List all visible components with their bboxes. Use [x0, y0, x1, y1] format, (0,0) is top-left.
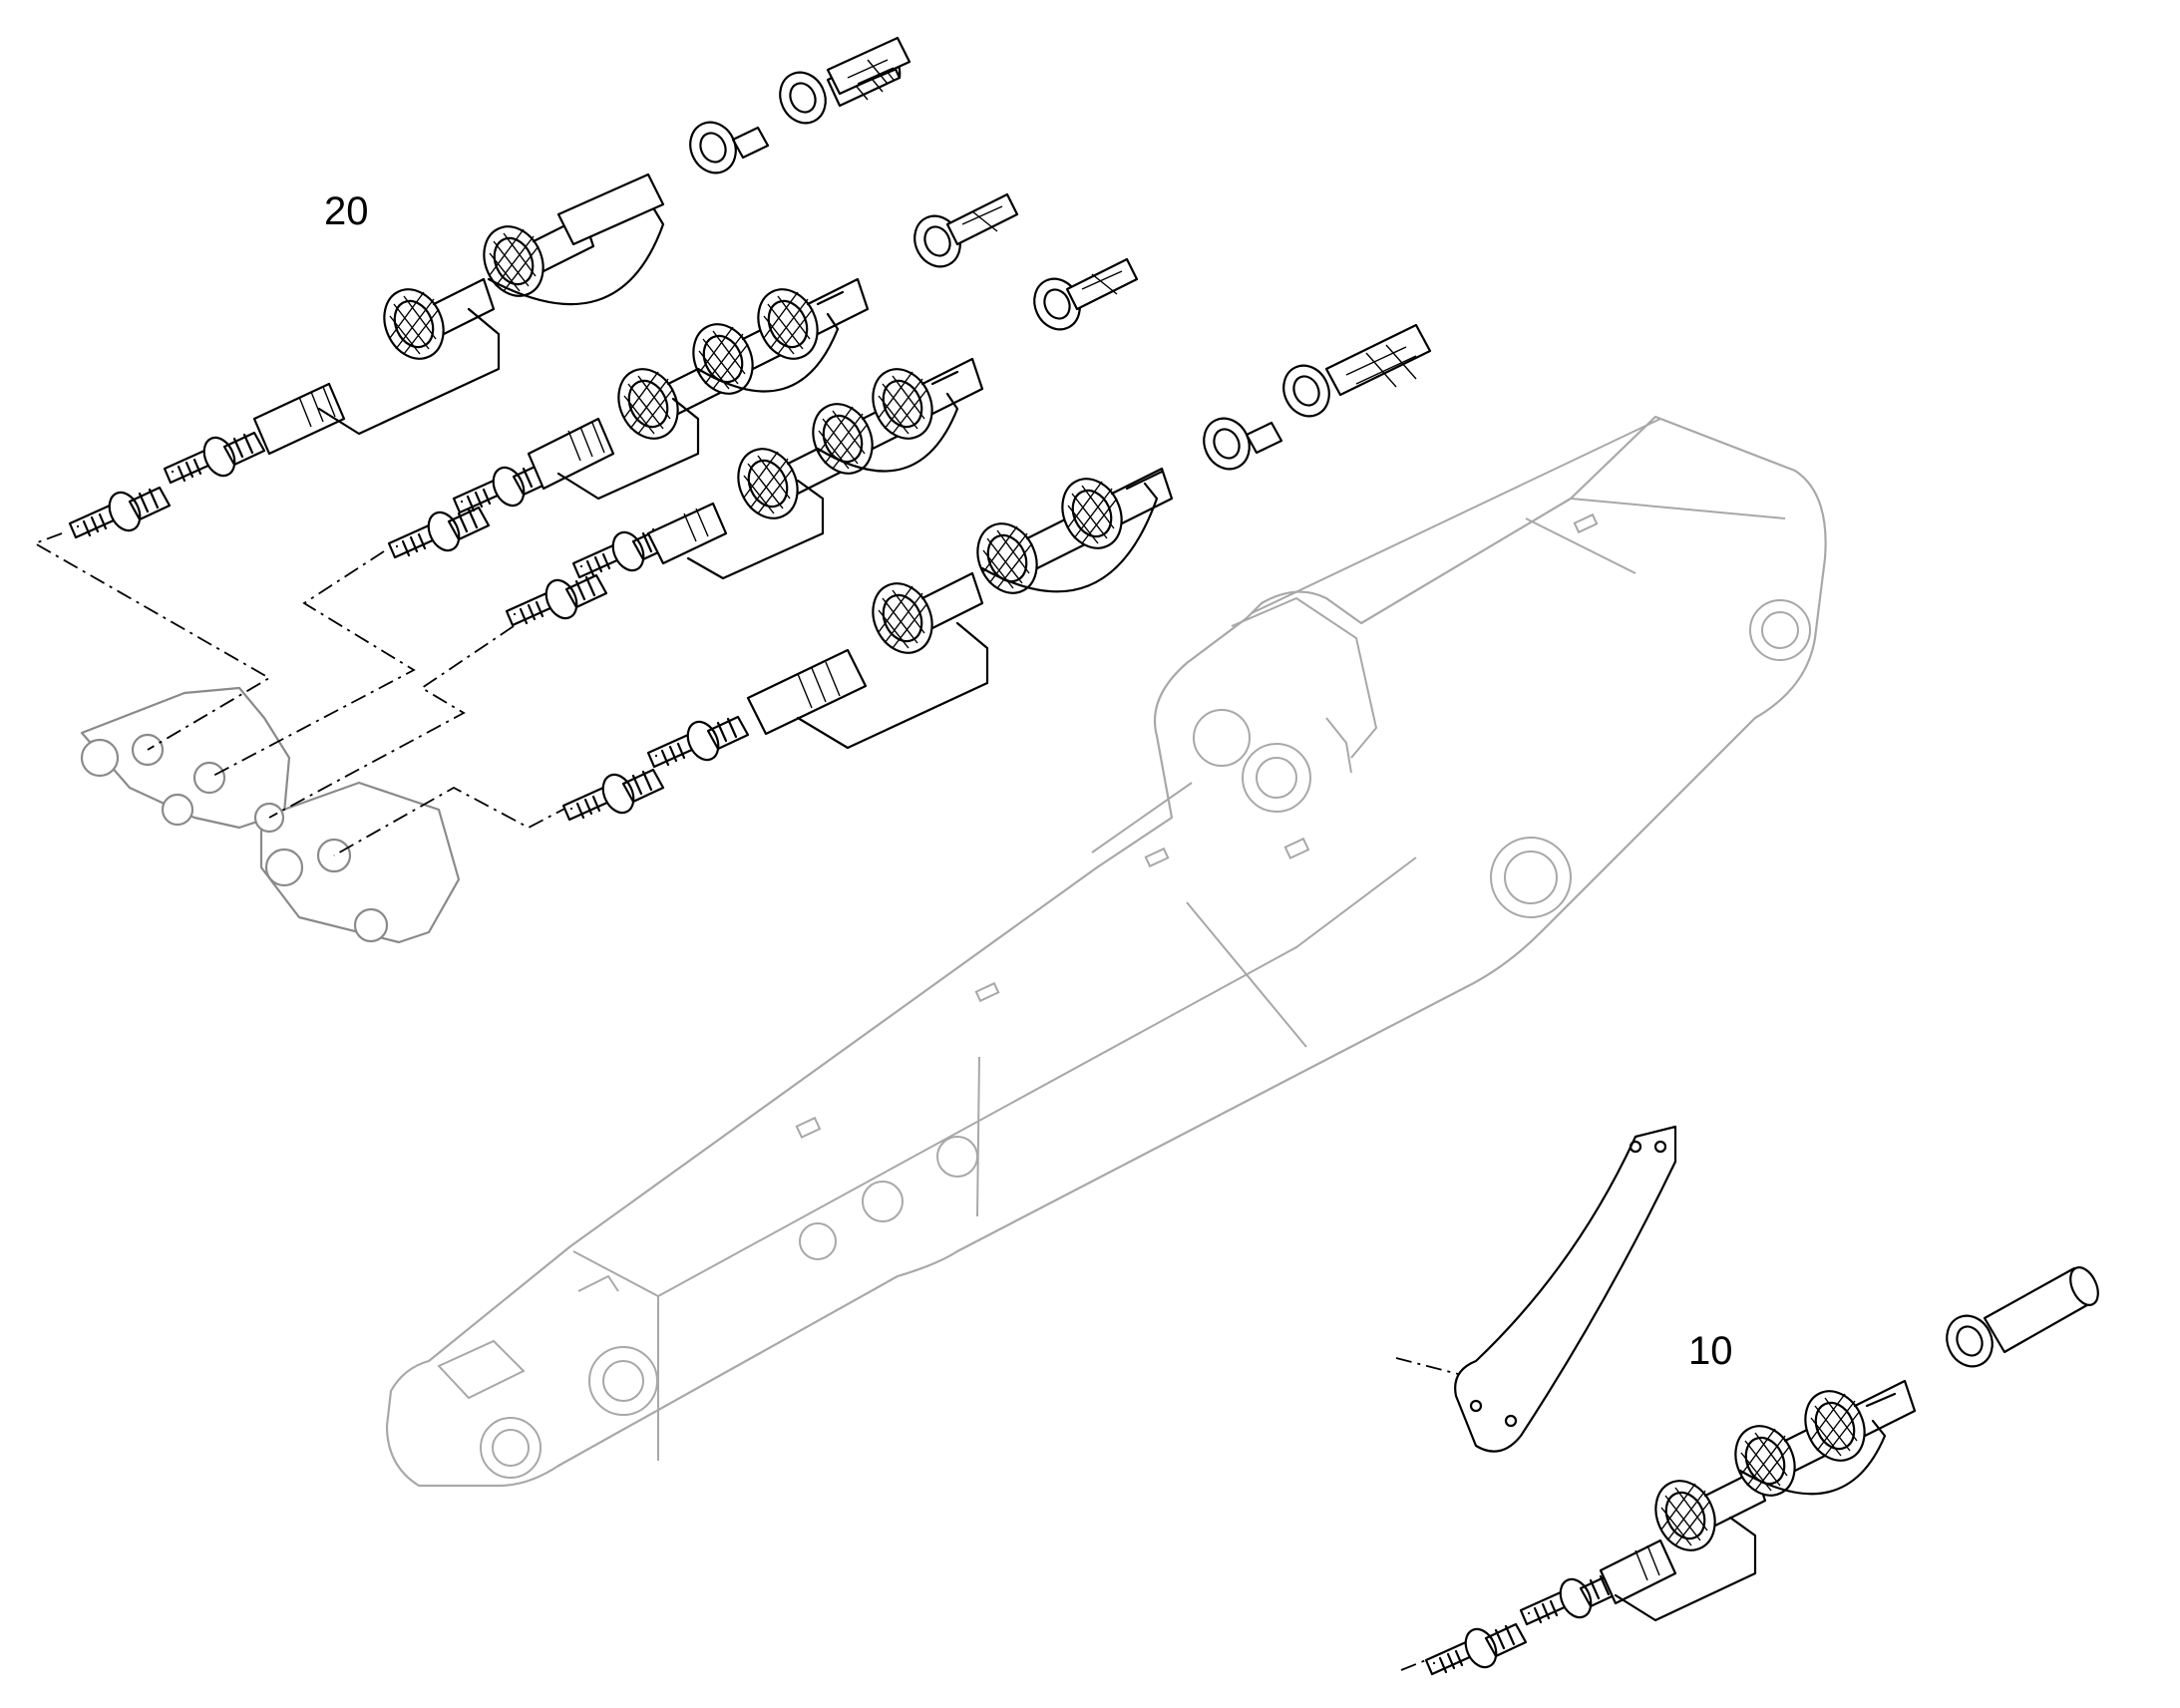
- manifold-block: [80, 686, 461, 944]
- coupler-assembly-2: [387, 192, 1019, 559]
- coupler-assembly-4: [561, 323, 1432, 822]
- leader-lines: [32, 532, 1467, 1671]
- coupler-assembly-1: [68, 36, 911, 539]
- callout-number-10: 10: [1688, 1329, 1733, 1373]
- excavator-boom: [385, 415, 1827, 1488]
- coupler-assembly-5: [1424, 1266, 2099, 1676]
- coupler-assembly-3: [505, 257, 1139, 627]
- callout-number-20: 20: [324, 189, 369, 233]
- bracket-plate: [1454, 1125, 1677, 1453]
